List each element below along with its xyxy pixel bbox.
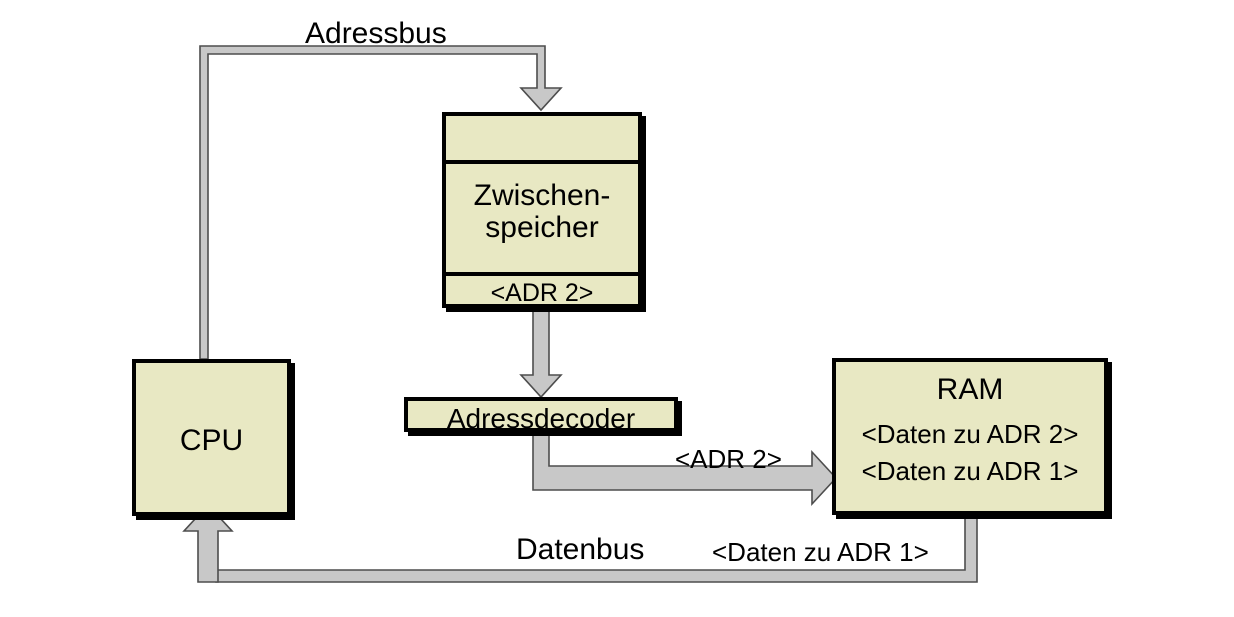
zwischenspeicher-to-decoder-arrow (519, 307, 563, 399)
cpu-label: CPU (179, 424, 244, 457)
ram-title: RAM (936, 373, 1004, 406)
divider-bottom (446, 272, 638, 276)
adressbus-arrow (199, 45, 563, 360)
adressdecoder-to-ram-label: <ADR 2> (675, 444, 782, 474)
datenbus-label: Datenbus (516, 533, 645, 566)
node-cpu[interactable]: CPU (132, 359, 291, 516)
adressdecoder-to-ram-arrow (532, 431, 838, 507)
zwischenspeicher-cell-bottom: <ADR 2> (446, 276, 638, 307)
node-adressdecoder[interactable]: Adressdecoder (404, 397, 678, 434)
zwischenspeicher-adr-value: <ADR 2> (490, 279, 594, 307)
zwischenspeicher-label: Zwischen- speicher (473, 179, 611, 245)
adressbus-label: Adressbus (305, 17, 447, 50)
adressdecoder-label: Adressdecoder (446, 403, 636, 434)
node-zwischenspeicher[interactable]: Zwischen- speicher <ADR 2> (442, 112, 642, 308)
zwischenspeicher-cell-middle: Zwischen- speicher (446, 164, 638, 272)
node-ram[interactable]: RAM <Daten zu ADR 2> <Daten zu ADR 1> (832, 358, 1108, 515)
divider-top (446, 160, 638, 164)
datenbus-arrow (182, 503, 978, 583)
ram-row-0: <Daten zu ADR 2> (861, 419, 1079, 449)
zwischenspeicher-cell-top (446, 116, 638, 160)
ram-row-1: <Daten zu ADR 1> (861, 456, 1079, 486)
datenbus-payload-label: <Daten zu ADR 1> (712, 537, 929, 567)
